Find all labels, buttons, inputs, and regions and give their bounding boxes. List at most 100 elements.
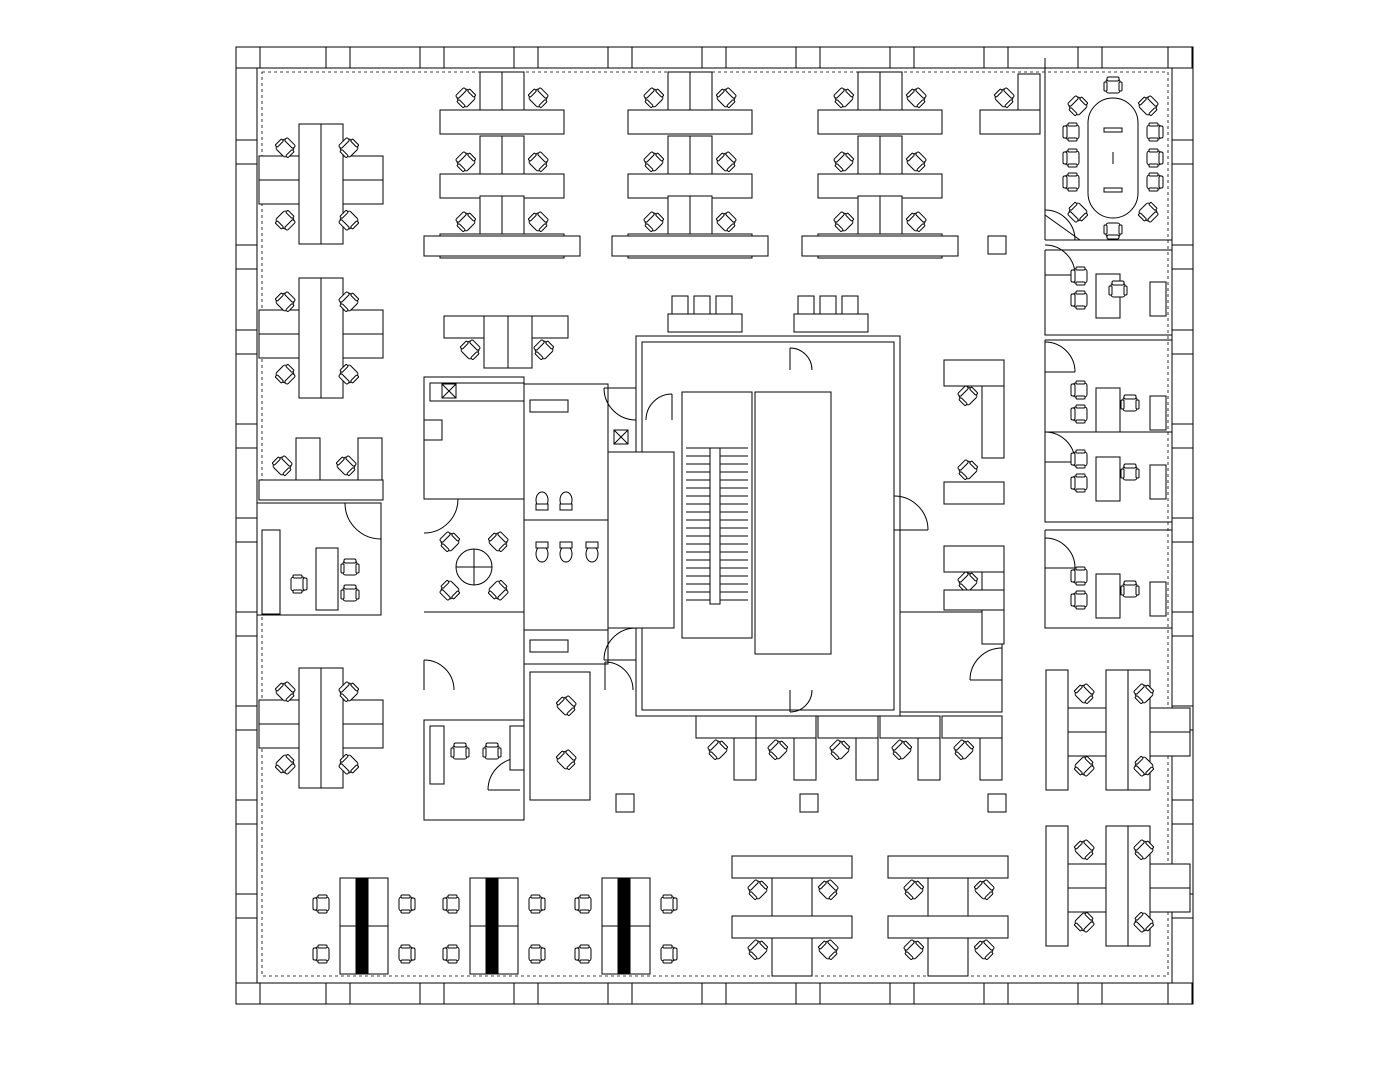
column [984,983,1008,1004]
chair [1062,148,1080,168]
column [890,983,914,1004]
chair [574,894,592,914]
elevator-shaft [755,392,831,654]
column [1172,330,1193,354]
column [1172,612,1193,636]
column [236,983,260,1004]
office-furniture [1070,449,1166,501]
chair [1103,76,1123,94]
workstation-cluster [1046,826,1190,946]
chair [1070,449,1088,469]
workstation [980,74,1040,134]
chair [1070,290,1088,310]
workstation [756,716,816,780]
bench-desk [574,878,678,974]
chair [1070,266,1088,286]
chair [1146,122,1164,142]
door-swing [424,660,454,690]
interior-column [988,236,1006,254]
chair [1070,590,1088,610]
toilet [586,542,598,562]
workstation [942,716,1002,780]
door-swing [604,628,636,660]
chair [340,558,360,576]
column [1168,983,1192,1004]
workstation-cluster [802,72,958,258]
column [702,47,726,68]
cabinet [424,420,442,440]
office-furniture [1070,566,1166,618]
column [236,330,257,354]
round-table [436,528,512,604]
bench-desk [312,878,416,974]
chair [482,742,502,760]
column [420,47,444,68]
toilet [560,492,572,510]
sink-counter [530,400,568,412]
column [1078,47,1102,68]
toilet [536,492,548,510]
chair [528,944,546,964]
printer-station [794,296,868,332]
chair [1070,404,1088,424]
desk [944,482,1004,504]
workstation-cluster [612,72,768,258]
desk [430,726,444,784]
chair [528,894,546,914]
chair [1120,394,1140,412]
column [796,983,820,1004]
workstation-column [530,672,590,800]
column [514,983,538,1004]
door-swing [345,503,381,539]
column [1172,140,1193,164]
desk [316,548,338,610]
chair [1103,222,1123,240]
interior-column [988,794,1006,812]
desk [944,590,1004,610]
door-swing [424,499,458,533]
column [236,47,260,68]
chair [1146,172,1164,192]
chair [1070,380,1088,400]
column [608,983,632,1004]
chair [442,944,460,964]
service-room [608,452,674,628]
chair [442,894,460,914]
column [236,894,257,918]
workstation-pair [444,316,568,368]
door-swing [894,496,928,530]
column [236,424,257,448]
column [1172,518,1193,542]
sink-counter [530,640,568,652]
toilet [536,542,548,562]
column [890,47,914,68]
door-swing [1045,210,1075,240]
bench-spine [618,878,630,974]
bench-spine [356,878,368,974]
chair [290,574,308,594]
door-swing [790,690,812,712]
chair [398,894,416,914]
door-swing [1045,538,1075,568]
workstation-cluster [888,856,1008,976]
workstation [880,716,940,780]
column [514,47,538,68]
chair [1070,473,1088,493]
door-swing [605,662,633,690]
door-swing [790,348,812,370]
workstation-cluster [259,668,383,788]
column [326,983,350,1004]
interior-column [616,794,634,812]
door-swing [646,394,672,420]
chair [1108,280,1128,298]
door-swing [604,388,636,420]
workstation [818,716,878,780]
column [608,47,632,68]
workstation-cluster [732,856,852,976]
chair [1062,172,1080,192]
column [1078,983,1102,1004]
furniture [259,72,1190,976]
column [236,706,257,730]
chair [660,894,678,914]
workstation-pair [259,438,383,500]
